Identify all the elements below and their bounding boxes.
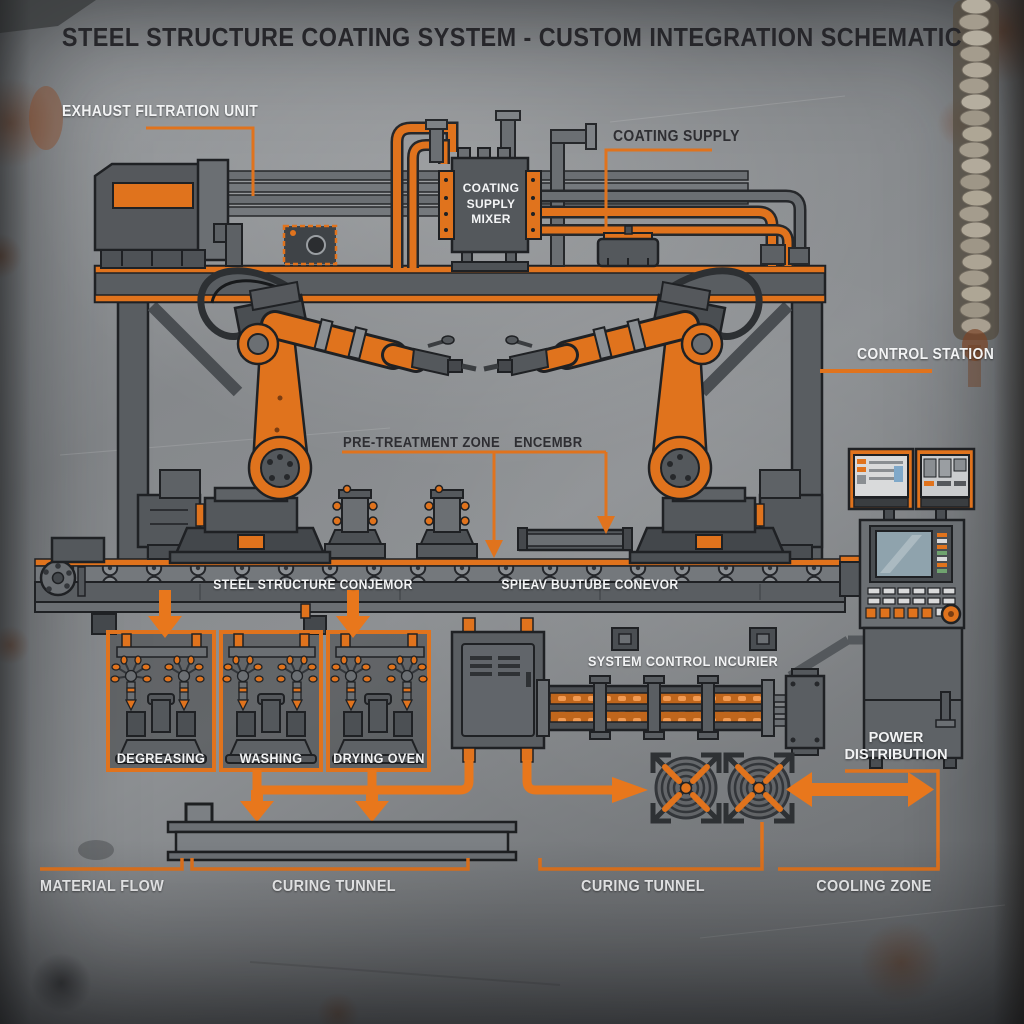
cooling-fan-1 <box>650 752 722 824</box>
control-station-monitors <box>847 447 976 522</box>
conveyor-fixtures <box>50 484 633 564</box>
curing-tunnel-right-bracket <box>538 822 764 871</box>
label-material-flow: MATERIAL FLOW <box>40 878 165 895</box>
label-system-control: SYSTEM CONTROL INCURIER <box>588 653 779 669</box>
arrow-to-fans <box>612 777 648 803</box>
spray-nozzles <box>110 655 152 712</box>
label-enclosure: ENCEMBR <box>514 435 583 451</box>
bottom-brackets <box>40 769 940 871</box>
label-curing-tunnel-left: CURING TUNNEL <box>272 878 396 895</box>
cooling-zone-bracket <box>778 858 940 871</box>
page-title: STEEL STRUCTURE COATING SYSTEM - CUSTOM … <box>61 22 963 52</box>
control-station-console <box>839 518 966 769</box>
double-arrow-cooling <box>786 772 934 807</box>
control-cabinet <box>450 617 546 763</box>
flow-arrowheads <box>240 777 648 822</box>
junction-box <box>773 635 864 756</box>
label-degreasing: DEGREASING <box>116 750 206 766</box>
exhaust-leader-line <box>146 126 255 196</box>
material-flow-bracket <box>40 858 184 871</box>
process-flow-lines <box>252 760 612 795</box>
pre-treatment-bracket <box>342 450 615 558</box>
conveyor-feet <box>91 603 777 651</box>
spray-gun-left <box>381 335 477 377</box>
robot-arm-right <box>483 267 824 565</box>
label-exhaust-filtration-unit: EXHAUST FILTRATION UNIT <box>62 103 259 120</box>
fixture-tray <box>517 527 633 552</box>
curing-tunnel-left-bracket <box>190 858 470 871</box>
wash-stations <box>106 630 431 772</box>
label-conveyor-left: STEEL STRUCTURE CONJEMOR <box>213 577 413 592</box>
fixture-stand-1 <box>324 484 386 559</box>
flow-arrows-into-chambers <box>148 590 370 638</box>
label-drying-oven: DRYING OVEN <box>333 750 425 766</box>
electrical-panel <box>282 224 338 266</box>
exhaust-filtration-unit <box>93 158 243 269</box>
power-distribution-leader-line <box>845 769 940 869</box>
pipe-network <box>390 110 810 268</box>
label-coating-supply: COATING SUPPLY <box>613 128 740 145</box>
label-curing-tunnel-right: CURING TUNNEL <box>581 878 705 895</box>
label-power-distribution: POWER DISTRIBUTION <box>844 730 948 764</box>
robot-arm-left <box>136 267 477 565</box>
coating-supply-tank <box>596 225 660 268</box>
spray-gun-right <box>483 335 579 377</box>
label-washing: WASHING <box>239 750 303 766</box>
coating-supply-leader-line <box>604 148 712 231</box>
fixture-stand-2 <box>416 484 478 559</box>
curing-tunnel-equipment <box>536 675 775 740</box>
label-cooling-zone: COOLING ZONE <box>816 878 932 895</box>
label-coating-supply-mixer: COATING SUPPLY MIXER <box>462 181 520 227</box>
background-texture <box>0 0 1006 939</box>
label-conveyor-right: SPIEAV BUJTUBE CONEVOR <box>501 577 679 592</box>
leader-lines <box>146 126 932 373</box>
coating-supply-mixer <box>438 147 542 272</box>
label-control-station: CONTROL STATION <box>857 346 995 363</box>
weld-seam <box>953 0 999 387</box>
material-beam <box>166 802 518 862</box>
label-pre-treatment-zone: PRE-TREATMENT ZONE <box>343 435 501 451</box>
cooling-fan-2 <box>723 752 795 824</box>
conveyor <box>34 558 846 613</box>
